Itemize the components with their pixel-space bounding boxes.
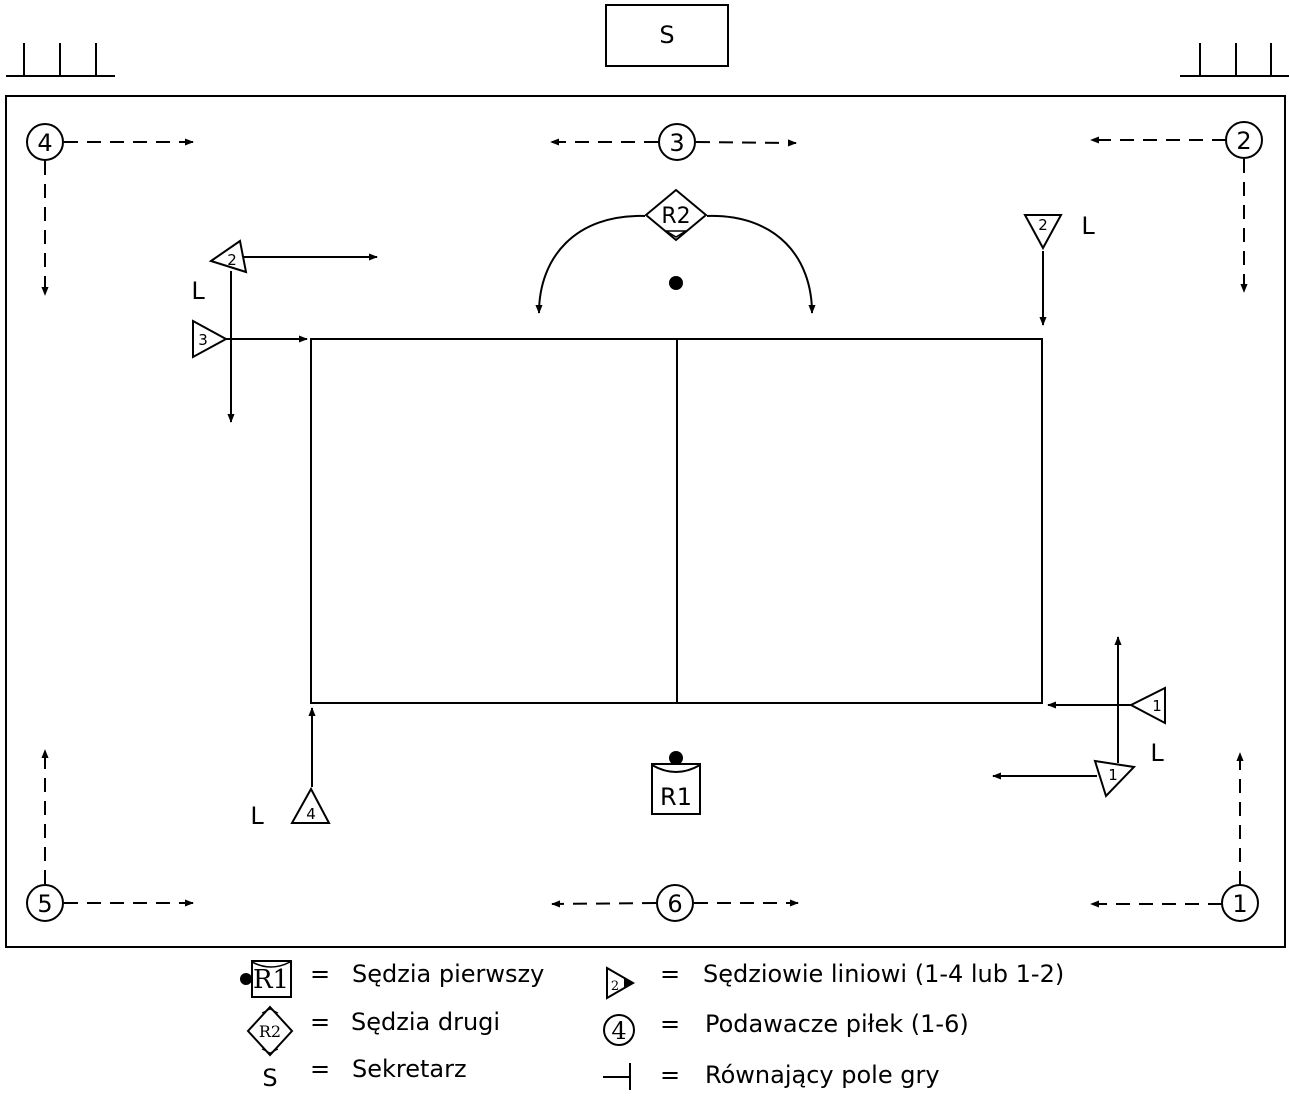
legend-floor-wipers: = Równający pole gry xyxy=(603,1061,940,1090)
ball-retriever-1: 1 xyxy=(1090,752,1259,922)
line-judge-4: 4 L xyxy=(250,707,331,830)
svg-text:Sędzia drugi: Sędzia drugi xyxy=(351,1008,500,1036)
line-judge-2-top-left: 2 L xyxy=(191,239,378,423)
svg-text:R2: R2 xyxy=(661,204,690,229)
svg-text:R1: R1 xyxy=(660,783,692,811)
line-judge-1-lower-right: 1 L xyxy=(992,739,1164,798)
line-judge-side-label: L xyxy=(191,277,205,305)
svg-text:4: 4 xyxy=(37,129,52,157)
free-zone-boundary xyxy=(5,95,1286,948)
ball-retriever-5: 5 xyxy=(26,749,194,922)
secretary-label: S xyxy=(659,21,674,49)
line-judge-1-right: 1 xyxy=(1047,636,1166,763)
svg-text:4: 4 xyxy=(306,805,316,823)
legend-symbol: R1 xyxy=(253,965,289,995)
svg-text:Sędziowie liniowi (1-4 lub 1-2: Sędziowie liniowi (1-4 lub 1-2) xyxy=(703,960,1064,988)
svg-text:3: 3 xyxy=(198,331,208,349)
ball-retriever-2: 2 xyxy=(1090,121,1263,293)
floor-wipers-top-right xyxy=(1180,43,1289,77)
svg-text:=: = xyxy=(310,1055,330,1083)
svg-text:Sędzia pierwszy: Sędzia pierwszy xyxy=(352,960,544,988)
svg-text:=: = xyxy=(660,1061,680,1089)
svg-text:5: 5 xyxy=(37,890,52,918)
svg-text:=: = xyxy=(660,960,680,988)
svg-text:6: 6 xyxy=(667,890,682,918)
secretary-box: S xyxy=(605,4,729,67)
svg-text:Podawacze piłek (1-6): Podawacze piłek (1-6) xyxy=(705,1010,969,1038)
legend-second-referee: R2 = Sędzia drugi xyxy=(246,1005,500,1057)
legend-first-referee: R1 = Sędzia pierwszy xyxy=(240,960,544,998)
svg-text:=: = xyxy=(310,1008,330,1036)
svg-text:2: 2 xyxy=(1038,216,1048,234)
svg-text:Równający pole gry: Równający pole gry xyxy=(705,1061,940,1089)
line-judge-side-label: L xyxy=(250,802,264,830)
line-judge-side-label: L xyxy=(1081,212,1095,240)
legend-secretary: S = Sekretarz xyxy=(262,1055,466,1092)
svg-text:1: 1 xyxy=(1152,697,1162,715)
legend-symbol: S xyxy=(262,1064,277,1092)
legend-ball-retrievers: 4 = Podawacze piłek (1-6) xyxy=(603,1010,969,1046)
ball-retriever-3: 3 xyxy=(550,123,797,161)
second-referee: R2 xyxy=(535,188,816,314)
svg-text:3: 3 xyxy=(669,129,684,157)
playing-court xyxy=(310,338,1043,704)
legend-symbol: 4 xyxy=(611,1017,626,1045)
ball-retriever-6: 6 xyxy=(551,884,799,922)
legend-line-judges: 2 = Sędziowie liniowi (1-4 lub 1-2) xyxy=(606,960,1064,1000)
svg-text:1: 1 xyxy=(1232,890,1247,918)
legend-symbol: 2 xyxy=(611,979,619,994)
svg-text:2: 2 xyxy=(1236,127,1251,155)
svg-text:1: 1 xyxy=(1108,766,1118,784)
legend: R1 = Sędzia pierwszy R2 = Sędzia drugi S… xyxy=(240,960,1064,1092)
first-referee: R1 xyxy=(651,751,701,815)
line-judge-3: 3 xyxy=(192,319,308,359)
svg-text:2: 2 xyxy=(227,251,237,269)
line-judge-side-label: L xyxy=(1150,739,1164,767)
legend-symbol: R2 xyxy=(259,1022,281,1041)
line-judge-2-top-right: 2 L xyxy=(1023,212,1095,326)
second-referee-position-dot xyxy=(669,276,683,290)
svg-text:=: = xyxy=(660,1010,680,1038)
floor-wipers-top-left xyxy=(6,43,115,77)
svg-text:Sekretarz: Sekretarz xyxy=(352,1055,467,1083)
ball-retriever-4: 4 xyxy=(26,123,194,296)
svg-text:=: = xyxy=(310,960,330,988)
